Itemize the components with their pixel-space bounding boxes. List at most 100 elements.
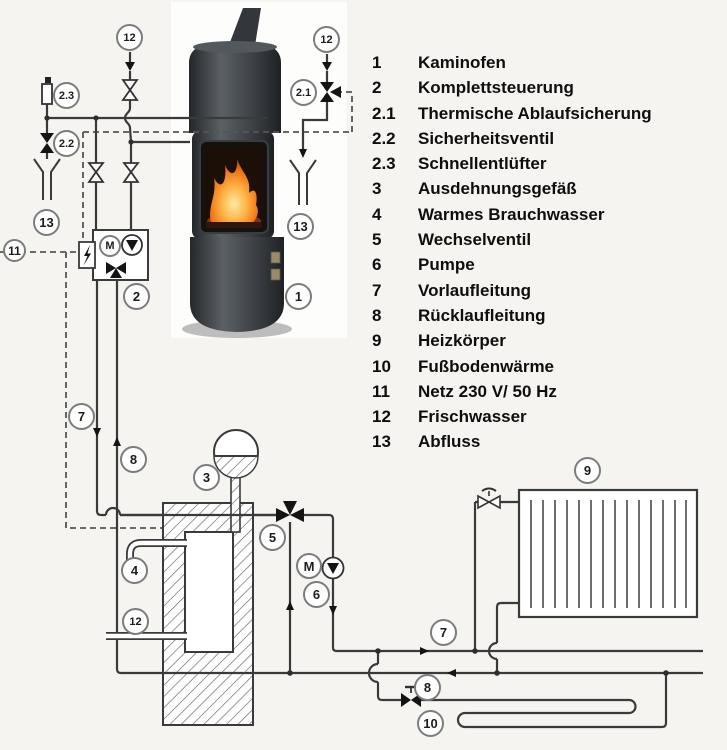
thermal-sensor-line: [83, 91, 353, 133]
fire-flames: [210, 159, 258, 225]
legend-number: 4: [372, 204, 382, 224]
legend-number: 7: [372, 280, 382, 300]
label-circle-4: 4: [121, 557, 148, 584]
mixing-valve: [106, 262, 126, 278]
legend-row: 5 Wechselventil: [372, 227, 722, 252]
legend-number: 2: [372, 78, 382, 98]
legend-label: Pumpe: [418, 255, 475, 275]
legend-number: 2.1: [372, 103, 396, 123]
legend: 1 Kaminofen 2 Komplettsteuerung 2.1 Thermis…: [372, 50, 722, 455]
legend-row: 12 Frischwasser: [372, 404, 722, 429]
label-circle-12-right: 12: [313, 26, 340, 53]
legend-number: 13: [372, 432, 391, 452]
label-circle-1: 1: [285, 283, 312, 310]
legend-row: 13 Abfluss: [372, 429, 722, 454]
legend-label: Sicherheitsventil: [418, 128, 555, 148]
legend-label: Wechselventil: [418, 230, 532, 250]
tank-inner-vessel: [184, 531, 234, 653]
legend-label: Fußbodenwärme: [418, 356, 555, 376]
sensor-wiring-dashed: [0, 132, 180, 529]
label-circle-13-left: 13: [33, 209, 60, 236]
motor-label-heating-pump: M: [296, 553, 322, 579]
legend-number: 5: [372, 230, 382, 250]
legend-row: 1 Kaminofen: [372, 50, 722, 75]
mains-connection-box: [78, 241, 96, 269]
legend-number: 8: [372, 305, 382, 325]
legend-row: 2.2 Sicherheitsventil: [372, 126, 722, 151]
label-circle-8-lower: 8: [414, 674, 441, 701]
legend-label: Netz 230 V/ 50 Hz: [418, 381, 557, 401]
legend-label: Kaminofen: [418, 53, 506, 72]
legend-label: Frischwasser: [418, 407, 527, 427]
label-circle-12-tank: 12: [122, 608, 149, 635]
label-circle-10: 10: [417, 710, 444, 737]
warm-water-pipe: [126, 539, 187, 563]
label-circle-5: 5: [259, 524, 286, 551]
legend-label: Komplettsteuerung: [418, 78, 574, 98]
legend-row: 2 Komplettsteuerung: [372, 75, 722, 100]
radiator-thermostat-valve: [477, 487, 501, 510]
legend-number: 1: [372, 53, 382, 72]
drain-funnel-left: [33, 158, 61, 200]
legend-label: Heizkörper: [418, 331, 506, 351]
pipe-junctions: [44, 115, 669, 676]
legend-row: 3 Ausdehnungsgefäß: [372, 176, 722, 201]
label-circle-3: 3: [193, 464, 220, 491]
thermal-discharge-valve-2-1: [320, 82, 341, 102]
legend-number: 10: [372, 356, 391, 376]
legend-row: 8 Rücklaufleitung: [372, 303, 722, 328]
shutoff-valve-left-riser: [87, 162, 105, 183]
legend-row: 4 Warmes Brauchwasser: [372, 202, 722, 227]
legend-number: 9: [372, 331, 382, 351]
motor-label-control-unit: M: [99, 235, 121, 257]
drain-funnel-right: [289, 159, 317, 205]
safety-valve-2-2: [40, 133, 54, 153]
legend-row: 2.1 Thermische Ablaufsicherung: [372, 101, 722, 126]
legend-label: Vorlaufleitung: [418, 280, 532, 300]
stove-door-hinge: [270, 251, 281, 264]
legend-label: Abfluss: [418, 432, 481, 452]
legend-label: Warmes Brauchwasser: [418, 204, 605, 224]
lightning-bolt-icon: [83, 245, 91, 266]
legend-number: 2.2: [372, 128, 396, 148]
legend-label: Thermische Ablaufsicherung: [418, 103, 652, 123]
expansion-vessel: [213, 429, 259, 533]
diverter-valve-5: [276, 501, 304, 522]
legend-label: Ausdehnungsgefäß: [418, 179, 577, 199]
legend-row: 9 Heizkörper: [372, 328, 722, 353]
legend-row: 11 Netz 230 V/ 50 Hz: [372, 379, 722, 404]
label-circle-12-left: 12: [116, 24, 143, 51]
air-vent-2-3: [41, 77, 53, 105]
legend-label: Schnellentlüfter: [418, 154, 547, 174]
stove-door-hinge: [270, 268, 281, 281]
label-circle-11: 11: [3, 239, 26, 262]
legend-number: 11: [372, 381, 390, 401]
label-circle-2-3: 2.3: [53, 82, 80, 109]
legend-number: 6: [372, 255, 382, 275]
legend-row: 6 Pumpe: [372, 252, 722, 277]
legend-number: 2.3: [372, 154, 396, 174]
flow-arrows: [93, 62, 456, 677]
legend-label: Rücklaufleitung: [418, 305, 546, 325]
stove-top-section: [189, 44, 281, 133]
label-circle-8-upper: 8: [120, 446, 147, 473]
stove-photo: [171, 2, 347, 338]
buffer-tank: [162, 502, 254, 726]
stove-lower-section: [190, 237, 284, 332]
shutoff-valve-freshwater-left: [121, 79, 139, 101]
label-circle-13-right: 13: [287, 213, 314, 240]
legend-number: 3: [372, 179, 382, 199]
label-circle-2: 2: [123, 283, 150, 310]
legend-row: 2.3 Schnellentlüfter: [372, 151, 722, 176]
radiator: [517, 488, 699, 619]
label-circle-9: 9: [574, 457, 601, 484]
label-circle-7-lower: 7: [430, 619, 457, 646]
label-circle-2-1: 2.1: [290, 79, 317, 106]
shutoff-valve-right-riser: [122, 162, 140, 183]
legend-row: 10 Fußbodenwärme: [372, 354, 722, 379]
label-circle-7-upper: 7: [68, 403, 95, 430]
label-circle-2-2: 2.2: [53, 130, 80, 157]
legend-number: 12: [372, 407, 391, 427]
